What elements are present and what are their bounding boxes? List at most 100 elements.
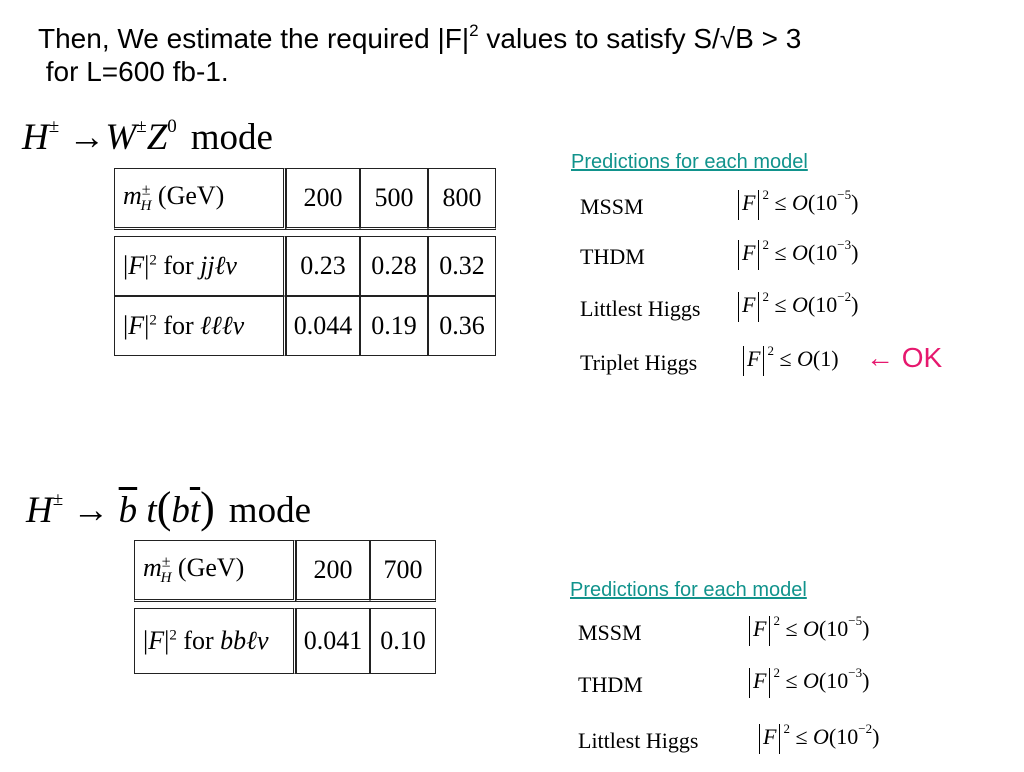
bound-base: 10 (826, 616, 849, 642)
table-bt: m±H (GeV) 200 700 |F|2 for bbℓν 0.041 0.… (134, 540, 436, 674)
row-label-pre: for (163, 311, 194, 340)
row-label-cell: |F|2 for jjℓν (114, 236, 286, 296)
header-cell: 800 (428, 168, 496, 230)
model-name: Triplet Higgs (580, 350, 698, 375)
mode-word: mode (190, 117, 273, 158)
leq-symbol: ≤ (795, 724, 808, 750)
model-name: Littlest Higgs (578, 728, 699, 753)
bound-exp: −5 (837, 186, 852, 202)
mode-symbol: b (171, 490, 190, 531)
table-wz: m±H (GeV) 200 500 800 |F|2 for jjℓν 0.23… (114, 168, 496, 356)
mode-symbol: t (189, 490, 201, 531)
o-symbol: O (797, 346, 813, 372)
bound-exp: −2 (837, 288, 852, 304)
title-line1-post: values to satisfy S/√B > 3 (478, 23, 802, 54)
bound-base: 10 (815, 190, 838, 216)
exp-2: 2 (762, 236, 769, 252)
header-cell: 700 (370, 540, 436, 602)
model-name: Littlest Higgs (580, 296, 701, 321)
model-name: MSSM (580, 194, 644, 219)
header-cell: 200 (296, 540, 370, 602)
bound-base: 10 (826, 668, 849, 694)
o-symbol: O (803, 616, 819, 642)
row-label-var: bbℓν (220, 626, 269, 655)
exp-2: 2 (169, 627, 177, 644)
mode-symbol: H (22, 117, 49, 158)
value-cell: 0.23 (286, 236, 360, 296)
mode-symbol: b (118, 490, 138, 531)
bound-exp: −2 (858, 720, 873, 736)
f-symbol: F (742, 240, 756, 266)
row-label-cell: |F|2 for bbℓν (134, 608, 296, 674)
model-name: THDM (580, 244, 645, 269)
value-cell: 0.28 (360, 236, 428, 296)
exp-2: 2 (783, 720, 790, 736)
value-cell: 0.32 (428, 236, 496, 296)
value-cell: 0.36 (428, 296, 496, 356)
o-symbol: O (803, 668, 819, 694)
f-symbol: F (753, 668, 767, 694)
f-symbol: F (763, 724, 777, 750)
header-unit: (GeV) (177, 552, 245, 582)
row-label-cell: |F|2 for ℓℓℓν (114, 296, 286, 356)
header-cell: 200 (286, 168, 360, 230)
predictions-link-2[interactable]: Predictions for each model (570, 579, 807, 601)
leq-symbol: ≤ (774, 292, 787, 318)
title-line1-sup: 2 (469, 20, 479, 40)
bound-base: 1 (820, 346, 832, 372)
title-line1-pre: Then, We estimate the required |F| (38, 23, 470, 54)
table-row: |F|2 for jjℓν 0.23 0.28 0.32 (114, 236, 496, 296)
o-symbol: O (813, 724, 829, 750)
leq-symbol: ≤ (774, 240, 787, 266)
exp-2: 2 (767, 342, 774, 358)
bound-exp: −3 (837, 236, 852, 252)
mode-symbol: ± (48, 115, 60, 137)
title-line2: for L=600 fb-1. (45, 56, 229, 87)
f-symbol: F (148, 626, 165, 655)
mass-symbol: m (143, 552, 162, 582)
value-cell: 0.044 (286, 296, 360, 356)
mode-arrow: → (68, 117, 106, 158)
exp-2: 2 (149, 252, 157, 269)
f-symbol: F (753, 616, 767, 642)
bound-base: 10 (815, 292, 838, 318)
mode-symbol: Z (146, 117, 168, 158)
leq-symbol: ≤ (785, 616, 798, 642)
pm-symbol: ± (141, 181, 151, 199)
o-symbol: O (792, 292, 808, 318)
exp-2: 2 (773, 612, 780, 628)
bound-exp: −3 (848, 664, 863, 680)
model-name: THDM (578, 672, 643, 697)
leq-symbol: ≤ (785, 668, 798, 694)
value-cell: 0.19 (360, 296, 428, 356)
row-label-var: ℓℓℓν (200, 311, 245, 340)
header-label-cell: m±H (GeV) (114, 168, 286, 230)
h-sub: H (160, 570, 172, 587)
bound-exp: −5 (848, 612, 863, 628)
mass-symbol: m (123, 180, 142, 210)
f-symbol: F (128, 311, 145, 340)
slide-title: Then, We estimate the required |F|2 valu… (38, 22, 801, 88)
exp-2: 2 (762, 288, 769, 304)
model-name: MSSM (578, 620, 642, 645)
data-table: m±H (GeV) 200 700 |F|2 for bbℓν 0.041 0.… (134, 540, 436, 674)
mode-heading-bt: H± → b t(bt)mode (26, 482, 311, 533)
o-symbol: O (792, 190, 808, 216)
exp-2: 2 (773, 664, 780, 680)
bound-base: 10 (815, 240, 838, 266)
leq-symbol: ≤ (779, 346, 792, 372)
mode-paren: ) (200, 483, 215, 532)
data-table: m±H (GeV) 200 500 800 |F|2 for jjℓν 0.23… (114, 168, 496, 356)
f-symbol: F (742, 190, 756, 216)
row-label-var: jjℓν (200, 251, 237, 280)
mode-symbol: H (26, 490, 53, 531)
header-cell: 500 (360, 168, 428, 230)
predictions-link-1[interactable]: Predictions for each model (571, 151, 808, 173)
